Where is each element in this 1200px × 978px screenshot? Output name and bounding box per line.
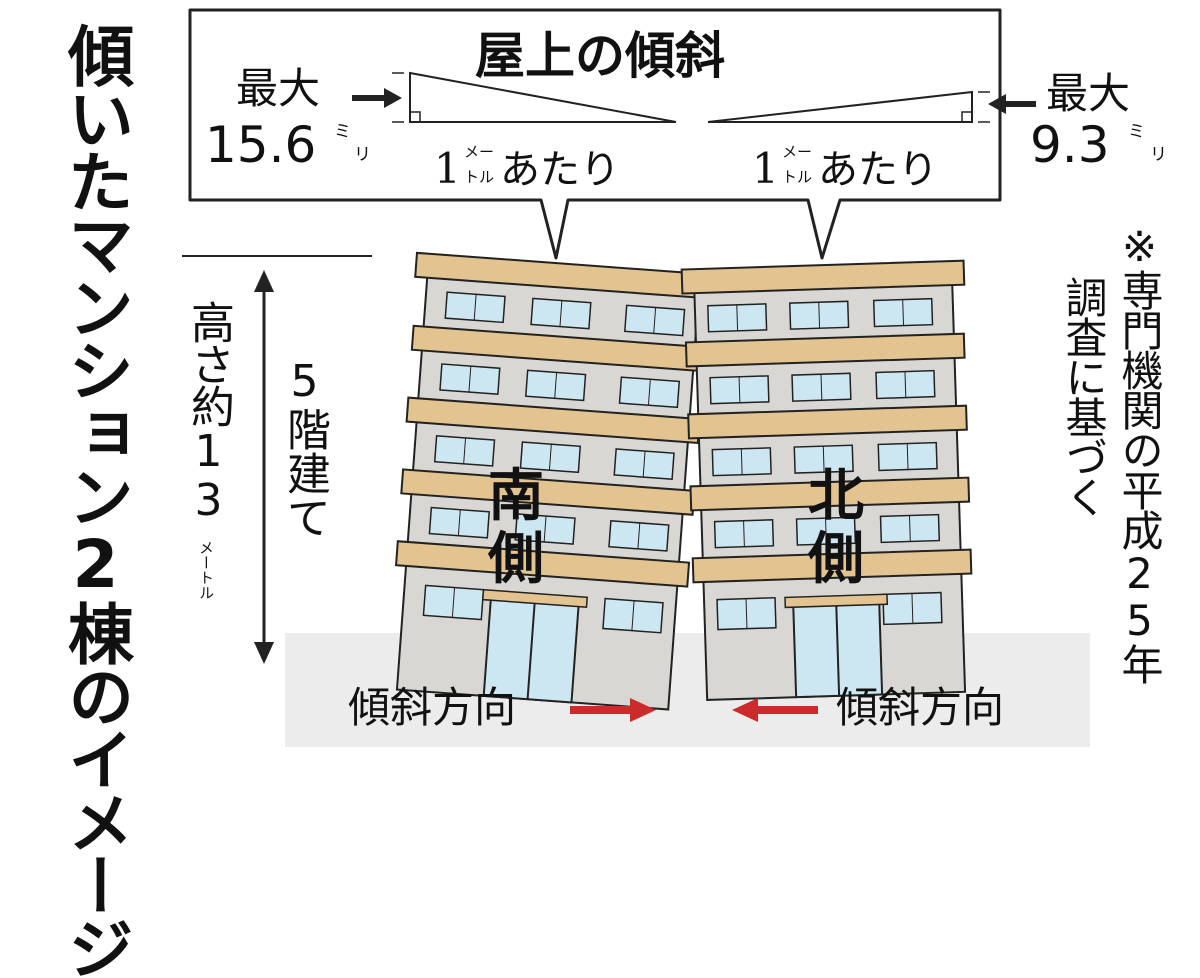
north-window-mullion xyxy=(738,376,741,403)
left-max-value: 15.6 xyxy=(205,116,316,174)
north-balcony xyxy=(687,404,968,440)
north-window-mullion xyxy=(743,520,745,547)
north-building xyxy=(680,259,973,701)
south-building xyxy=(394,251,714,711)
south-label-char-1: 南 xyxy=(488,464,544,529)
south-window-mullion xyxy=(468,366,472,393)
north-building-windows xyxy=(707,297,943,631)
south-window-mullion xyxy=(463,437,467,464)
south-building-balconies xyxy=(394,324,706,588)
south-building-entrance xyxy=(481,588,589,704)
south-window-mullion xyxy=(548,444,552,471)
right-per-unit-bottom: トル xyxy=(782,168,812,186)
right-max-label: 最大 xyxy=(1046,69,1130,118)
south-window-mullion xyxy=(543,515,547,542)
north-building-balconies xyxy=(684,332,973,584)
right-per-suffix: あたり xyxy=(818,147,938,193)
left-slope-diagram xyxy=(392,71,677,123)
right-max-unit-ri: リ xyxy=(1150,145,1167,165)
left-max-unit-mi: ミ xyxy=(334,122,351,142)
north-window-mullion xyxy=(818,302,821,329)
north-window-mullion xyxy=(822,446,825,473)
left-max-unit-ri: リ xyxy=(354,145,371,165)
south-building-windows xyxy=(422,291,686,634)
north-label-char-1: 北 xyxy=(808,464,864,529)
height-label: 高さ約13 xyxy=(183,300,234,524)
right-per-number: 1 xyxy=(752,144,779,193)
north-balcony xyxy=(684,332,966,368)
left-max-label: 最大 xyxy=(236,64,320,113)
left-per-number: 1 xyxy=(434,144,461,193)
north-window-mullion xyxy=(902,299,905,326)
south-window-mullion xyxy=(559,300,563,327)
left-per-unit-bottom: トル xyxy=(464,168,494,186)
right-max-value: 9.3 xyxy=(1030,116,1110,174)
south-balcony xyxy=(394,540,691,588)
north-balcony xyxy=(689,476,971,512)
roof-callout-heading: 屋上の傾斜 xyxy=(475,27,725,85)
direction-left-label: 傾斜方向 xyxy=(348,683,516,732)
right-slope-diagram xyxy=(707,90,990,123)
direction-right-label: 傾斜方向 xyxy=(836,683,1004,732)
south-window-mullion xyxy=(637,522,641,549)
south-window-mullion xyxy=(473,294,477,321)
south-window-mullion xyxy=(653,307,657,334)
south-window-mullion xyxy=(647,379,651,406)
north-building-entrance xyxy=(784,593,889,699)
direction-left-arrow xyxy=(732,698,818,722)
north-label-char-2: 側 xyxy=(807,527,864,592)
height-unit: メートル xyxy=(197,540,215,600)
south-label-char-2: 側 xyxy=(487,527,544,592)
right-per-unit-top: メー xyxy=(782,143,812,161)
floors-label: 5階建て xyxy=(279,356,330,539)
height-dimension-arrow xyxy=(254,270,274,664)
south-window-mullion xyxy=(642,451,646,478)
source-note-line2: 調査に基づく xyxy=(1059,276,1108,516)
north-window-mullion xyxy=(825,518,827,545)
north-window-mullion xyxy=(740,448,743,475)
north-window-mullion xyxy=(908,515,911,542)
direction-right-arrow xyxy=(570,698,656,722)
north-building-label: 北 側 xyxy=(807,464,864,592)
left-pointer-arrow xyxy=(352,88,402,108)
north-window-mullion xyxy=(904,371,907,398)
left-per-unit-top: メー xyxy=(464,143,494,161)
roof-callout-bubble xyxy=(188,8,1002,260)
north-window-mullion xyxy=(911,593,914,624)
north-window-mullion xyxy=(745,598,748,629)
north-window-mullion xyxy=(820,374,823,401)
south-window-mullion xyxy=(451,587,456,618)
south-window-mullion xyxy=(457,509,461,536)
south-window-mullion xyxy=(631,600,635,631)
north-window-mullion xyxy=(736,304,739,331)
left-per-suffix: あたり xyxy=(500,147,620,193)
right-pointer-arrow xyxy=(988,94,1036,114)
diagram-canvas: 屋上の傾斜 最大 15.6 ミ リ 1 メー トル あたり 1 メー トル あた… xyxy=(182,8,1167,747)
source-note-line1: ※専門機関の平成25年 xyxy=(1115,222,1164,683)
right-max-unit-mi: ミ xyxy=(1128,122,1145,142)
north-balcony xyxy=(691,548,973,584)
south-window-mullion xyxy=(554,372,558,399)
south-building-label: 南 側 xyxy=(487,464,544,592)
north-window-mullion xyxy=(906,443,909,470)
